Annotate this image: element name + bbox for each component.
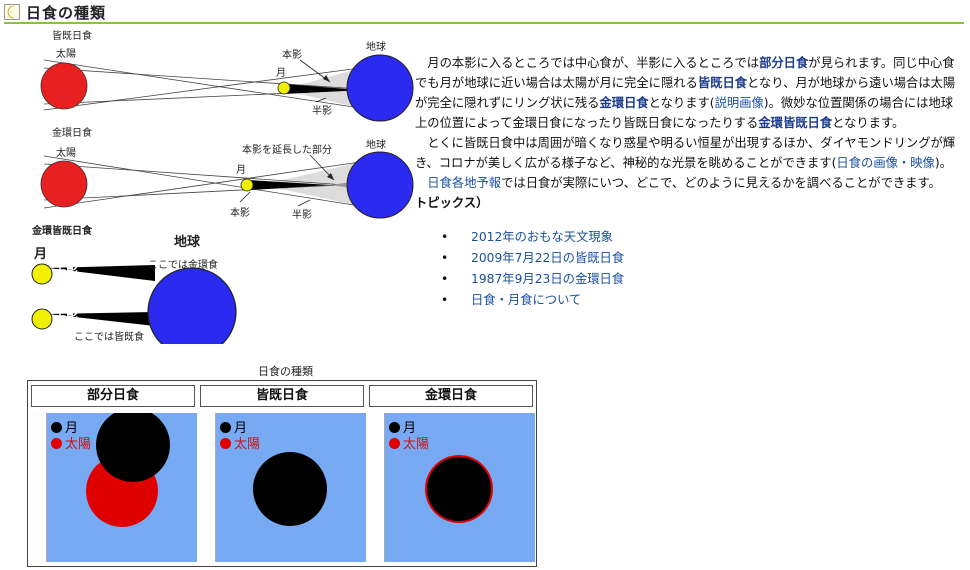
eclipse-forecast-link[interactable]: 日食各地予報	[427, 176, 502, 190]
hybrid-eclipse-figure	[31, 263, 237, 344]
topics-list: 2012年のおもな天文現象 2009年7月22日の皆既日食 1987年9月23日…	[415, 227, 965, 311]
topic-link[interactable]: 1987年9月23日の金環日食	[441, 269, 965, 290]
title-bar: 日食の種類	[4, 2, 964, 24]
paragraph-1: 月の本影に入るところでは中心食が、半影に入るところでは部分日食が見られます。同じ…	[415, 56, 956, 130]
topic-link[interactable]: 2009年7月22日の皆既日食	[441, 248, 965, 269]
label-here-total: ここでは皆既食	[74, 332, 144, 343]
term-hybrid: 金環皆既日食	[758, 116, 833, 130]
sun-dot-icon	[51, 438, 62, 449]
label-sun-1: 太陽	[56, 49, 76, 60]
panel-header-partial: 部分日食	[31, 385, 195, 407]
eclipse-types-table: 部分日食 月 太陽 皆既日食 月 太陽 金環日食 月 太陽	[27, 380, 537, 567]
label-moon-1: 月	[276, 68, 286, 79]
legend-moon: 月	[389, 421, 416, 436]
panel-total: 皆既日食 月 太陽	[200, 385, 366, 562]
label-umbra-extension: 本影を延長した部分	[242, 145, 332, 156]
eclipse-images-link[interactable]: 日食の画像・映像	[836, 156, 935, 170]
label-earth-3: 地球	[174, 235, 201, 250]
label-umbra-2: 本影	[230, 208, 250, 219]
topic-link[interactable]: 日食・月食について	[441, 290, 965, 311]
label-earth-1: 地球	[366, 42, 386, 53]
panel-header-total: 皆既日食	[200, 385, 364, 407]
moon-dot-icon	[220, 422, 231, 433]
label-penumbra-1: 半影	[312, 106, 332, 117]
term-partial: 部分日食	[759, 56, 809, 70]
article-text: 月の本影に入るところでは中心食が、半影に入るところでは部分日食が見られます。同じ…	[415, 53, 965, 311]
eclipse-diagram: 皆既日食 太陽 本影 月 地球 半影 金環日食 太陽 本影を延長した部分 月 地…	[30, 24, 420, 344]
eclipse-geometry-svg	[31, 54, 414, 344]
label-sun-2: 太陽	[56, 148, 76, 159]
annular-eclipse-figure	[40, 151, 414, 219]
topic-link[interactable]: 2012年のおもな天文現象	[441, 227, 965, 248]
moon-dot-icon	[51, 422, 62, 433]
table-caption: 日食の種類	[258, 365, 313, 378]
explain-image-link[interactable]: 説明画像	[714, 96, 764, 110]
label-total-eclipse: 皆既日食	[52, 31, 92, 42]
panel-header-annular: 金環日食	[369, 385, 533, 407]
paragraph-3: 日食各地予報では日食が実際にいつ、どこで、どのように見えるかを調べることができま…	[427, 176, 941, 190]
legend-sun: 太陽	[389, 437, 429, 452]
total-eclipse-figure	[40, 54, 414, 122]
legend-moon: 月	[51, 421, 78, 436]
total-eclipse-svg	[253, 452, 327, 526]
panel-view-partial: 月 太陽	[46, 413, 197, 562]
label-penumbra-2: 半影	[292, 210, 312, 221]
label-moon-3: 月	[34, 247, 48, 262]
term-total: 皆既日食	[697, 76, 748, 90]
page-title: 日食の種類	[26, 3, 107, 22]
legend-sun: 太陽	[51, 437, 91, 452]
label-umbra-1: 本影	[282, 50, 302, 61]
legend-sun: 太陽	[220, 437, 260, 452]
paragraph-2: とくに皆既日食中は周囲が暗くなり惑星や明るい恒星が出現するほか、ダイヤモンドリン…	[415, 136, 956, 170]
partial-eclipse-svg	[86, 413, 170, 527]
label-earth-2: 地球	[366, 140, 386, 151]
term-annular: 金環日食	[599, 96, 649, 110]
label-umbra-3: 本影	[54, 266, 79, 280]
moon-dot-icon	[389, 422, 400, 433]
annular-eclipse-svg	[425, 455, 493, 523]
label-here-annular: ここでは金環食	[148, 260, 218, 271]
topics-heading: トピックス）	[415, 196, 489, 210]
sun-icon	[4, 4, 20, 20]
label-hybrid-eclipse: 金環皆既日食	[32, 226, 92, 237]
label-moon-2: 月	[236, 165, 246, 176]
legend-moon: 月	[220, 421, 247, 436]
panel-view-total: 月 太陽	[215, 413, 366, 562]
panel-partial: 部分日食 月 太陽	[31, 385, 197, 562]
sun-dot-icon	[389, 438, 400, 449]
label-annular-eclipse: 金環日食	[52, 128, 92, 139]
sun-dot-icon	[220, 438, 231, 449]
panel-annular: 金環日食 月 太陽	[369, 385, 535, 562]
panel-view-annular: 月 太陽	[384, 413, 535, 562]
label-umbra-4: 本影	[54, 312, 79, 326]
